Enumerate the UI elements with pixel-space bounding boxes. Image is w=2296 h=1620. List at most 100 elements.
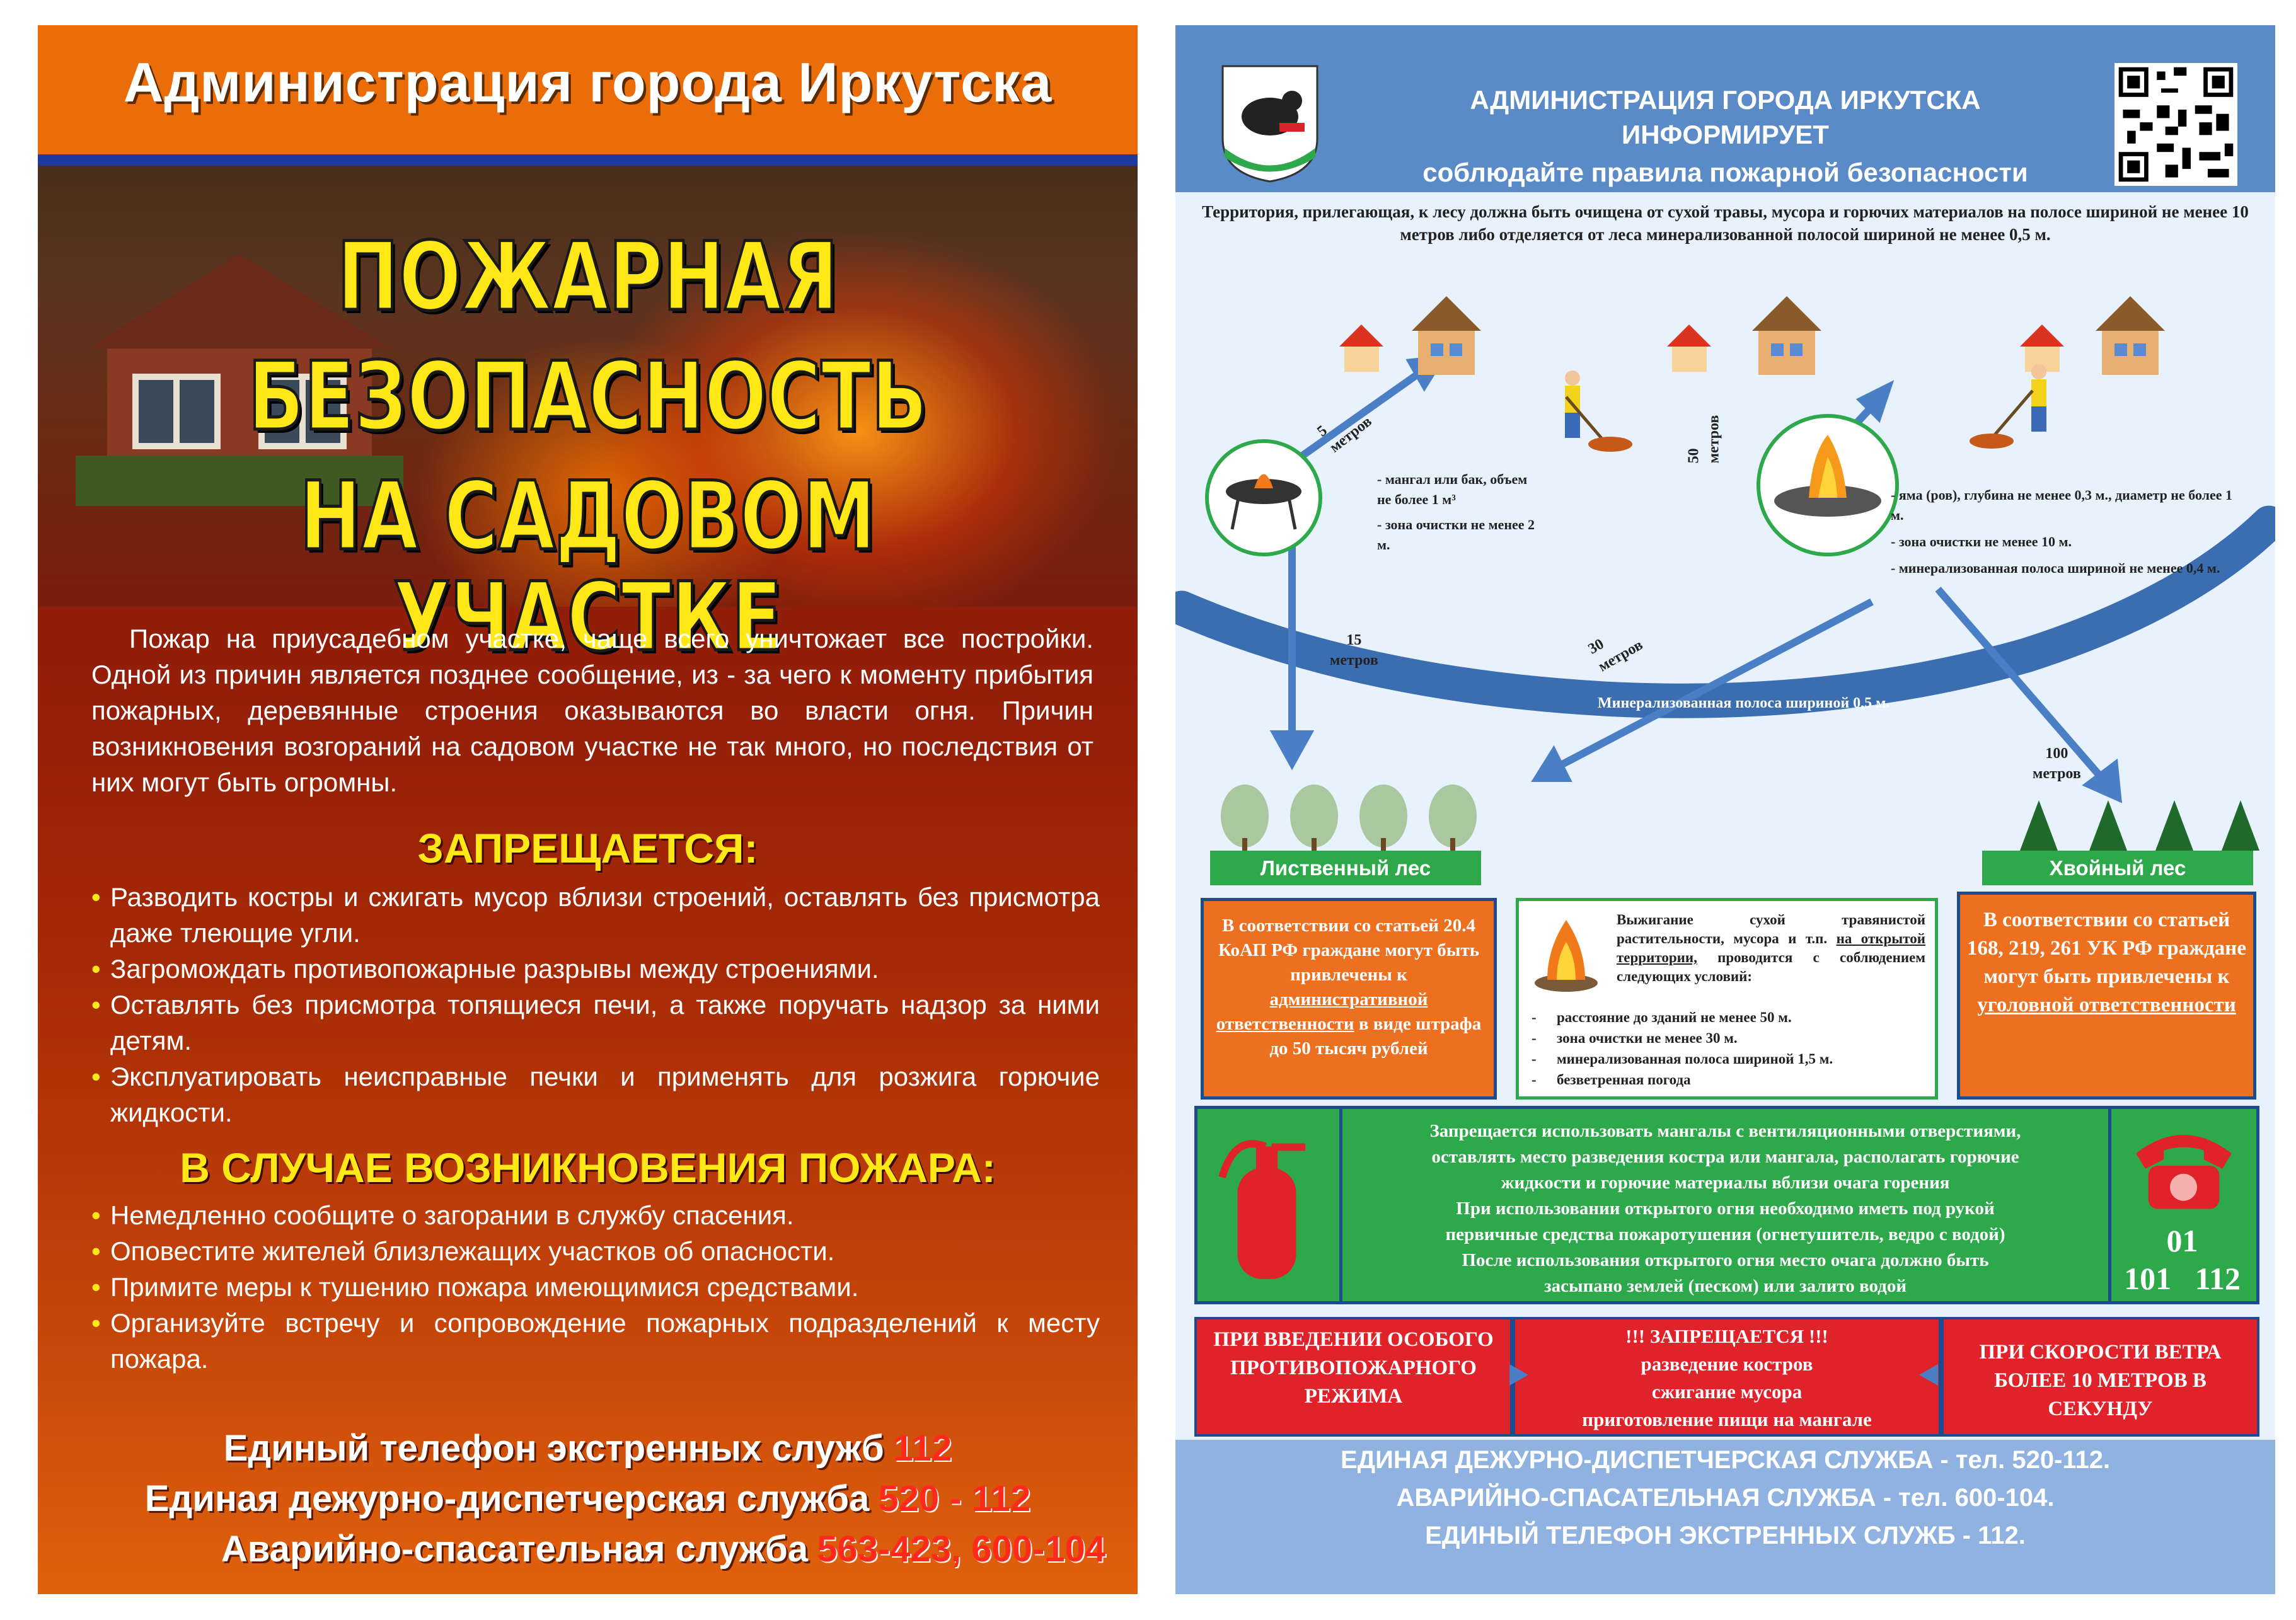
distance-unit: метров	[2033, 766, 2081, 782]
phone-cell	[2108, 1109, 2256, 1301]
burning-conditions-list: расстояние до зданий не менее 50 м. зона…	[1532, 1007, 1833, 1090]
burning-text-b: проводится с соблюдением следующих услов…	[1617, 950, 1926, 984]
footer-line: ЕДИНЫЙ ТЕЛЕФОН ЭКСТРЕННЫХ СЛУЖБ - 112.	[1425, 1522, 2026, 1549]
phone-number: 112	[892, 1428, 952, 1469]
burning-house-photo	[38, 166, 1138, 607]
rules-text: Запрещается использовать мангалы с венти…	[1346, 1118, 2105, 1299]
distance-diagram	[1175, 296, 2275, 863]
fire-actions-heading: В СЛУЧАЕ ВОЗНИКНОВЕНИЯ ПОЖАРА:	[180, 1144, 996, 1191]
list-item: Немедленно сообщите о загорании в службу…	[91, 1197, 1100, 1233]
burning-text-a: Выжигание сухой травянистой растительнос…	[1617, 912, 1925, 946]
person-raking-icon	[1970, 364, 2046, 449]
phone-label: Аварийно-спасательная служба	[221, 1529, 809, 1570]
arrow-left-icon	[1919, 1364, 1938, 1386]
title-line-1: ПОЖАРНАЯ	[336, 222, 839, 332]
note-line: - зона очистки не менее 10 м.	[1891, 534, 2072, 549]
arrow-right-icon	[1509, 1364, 1528, 1386]
qr-code-icon	[2114, 63, 2237, 186]
prohibition-line: разведение костров	[1641, 1353, 1813, 1375]
list-item: Загромождать противопожарные разрывы меж…	[91, 951, 1100, 987]
campfire-icon	[1774, 435, 1881, 517]
list-item: зона очистки не менее 30 м.	[1532, 1028, 1833, 1048]
list-item: Оставлять без присмотра топящиеся печи, …	[91, 987, 1100, 1059]
contacts-footer	[1175, 1440, 2275, 1594]
mangal-notes: - мангал или бак, объем не более 1 м³ - …	[1377, 469, 1541, 555]
campfire-icon	[1535, 920, 1598, 992]
wind-speed-box: ПРИ СКОРОСТИ ВЕТРА БОЛЕЕ 10 МЕТРОВ В СЕК…	[1941, 1317, 2259, 1437]
footer-line: ЕДИНАЯ ДЕЖУРНО-ДИСПЕТЧЕРСКАЯ СЛУЖБА - те…	[1340, 1446, 2111, 1474]
rules-line: жидкости и горючие материалы вблизи очаг…	[1501, 1173, 1950, 1193]
emergency-number-01: 01	[2166, 1223, 2198, 1258]
poster-heading: Администрация города Иркутска	[123, 51, 1053, 113]
burning-conditions-box: Выжигание сухой травянистой растительнос…	[1516, 898, 1938, 1100]
distance-value: 50	[1685, 448, 1702, 464]
rules-band	[1194, 1106, 2259, 1304]
box-text: В соответствии со статьей 20.4 КоАП РФ г…	[1218, 916, 1480, 985]
prohibition-line: !!! ЗАПРЕЩАЕТСЯ !!!	[1625, 1325, 1828, 1347]
administrative-liability-box: В соответствии со статьей 20.4 КоАП РФ г…	[1201, 898, 1497, 1100]
phone-number: 563-423, 600-104	[817, 1529, 1106, 1570]
list-item: Разводить костры и сжигать мусор вблизи …	[91, 879, 1100, 951]
rules-line: При использовании открытого огня необход…	[1456, 1198, 1995, 1219]
fire-extinguisher-icon	[1218, 1140, 1306, 1279]
forbidden-list: Разводить костры и сжигать мусор вблизи …	[91, 879, 1100, 1130]
box-text: в виде штрафа до 50 тысяч рублей	[1269, 1014, 1482, 1059]
phone-label: Единый телефон экстренных служб	[223, 1428, 884, 1469]
deciduous-trees-icon	[1221, 784, 1477, 863]
burning-text: Выжигание сухой травянистой растительнос…	[1617, 911, 1925, 986]
emergency-numbers-101-112: 101 112	[2124, 1261, 2241, 1296]
phone-label: Единая дежурно-диспетчерская служба	[144, 1478, 870, 1519]
distance-value: 15	[1346, 632, 1362, 648]
rules-line: первичные средства пожаротушения (огнету…	[1445, 1224, 2005, 1244]
rules-line: Запрещается использовать мангалы с венти…	[1429, 1121, 2021, 1141]
pit-notes: - яма (ров), глубина не менее 0,3 м., ди…	[1891, 485, 2244, 578]
prohibition-line: сжигание мусора	[1651, 1381, 1803, 1403]
header-band	[38, 25, 1138, 154]
title-line-3: НА САДОВОМ УЧАСТКЕ	[298, 462, 877, 672]
footer-line: АВАРИЙНО-СПАСАТЕЛЬНАЯ СЛУЖБА - тел. 600-…	[1396, 1484, 2055, 1512]
city-crest-icon	[1221, 65, 1318, 183]
mineral-strip-label: Минерализованная полоса шириной 0,5 м.	[1598, 695, 1890, 711]
distance-unit: метров	[1705, 415, 1722, 464]
box-text: В соответствии со статьей 168, 219, 261 …	[1967, 909, 2246, 988]
territory-note: Территория, прилегающая, к лесу должна б…	[1202, 202, 2249, 244]
special-regime-box: ПРИ ВВЕДЕНИИ ОСОБОГО ПРОТИВОПОЖАРНОГО РЕ…	[1194, 1317, 1513, 1437]
conifer-forest-label: Хвойный лес	[1982, 851, 2253, 885]
box-link-text: уголовной ответственности	[1977, 994, 2236, 1016]
header-line-3: соблюдайте правила пожарной безопасности	[1422, 158, 2028, 187]
mangal-icon	[1226, 474, 1301, 530]
header-band	[1175, 25, 2275, 192]
list-item: расстояние до зданий не менее 50 м.	[1532, 1007, 1833, 1028]
note-line: - мангал или бак, объем не более 1 м³	[1377, 471, 1528, 507]
burning-text-underlined: на открытой территории,	[1617, 931, 1926, 965]
fire-actions-list: Немедленно сообщите о загорании в службу…	[91, 1197, 1100, 1377]
rules-line: После использования открытого огня место…	[1462, 1250, 1989, 1270]
right-poster: АДМИНИСТРАЦИЯ ГОРОДА ИРКУТСКА ИНФОРМИРУЕ…	[1175, 25, 2275, 1594]
box-link-text: административной ответственности	[1216, 989, 1428, 1034]
list-item: безветренная погода	[1532, 1069, 1833, 1090]
list-item: минерализованная полоса шириной 1,5 м.	[1532, 1048, 1833, 1069]
intro-paragraph: Пожар на приусадебном участке, чаще всег…	[91, 624, 1093, 797]
distance-15-label: 15 метров	[1330, 630, 1378, 670]
title-line-2: БЕЗОПАСНОСТЬ	[246, 342, 928, 452]
note-line: - минерализованная полоса шириной не мен…	[1891, 560, 2220, 576]
header-line-1: АДМИНИСТРАЦИЯ ГОРОДА ИРКУТСКА	[1470, 85, 1981, 115]
forbidden-heading: ЗАПРЕЩАЕТСЯ:	[417, 825, 758, 871]
rules-line: засыпано землей (песком) или залито водо…	[1543, 1276, 1907, 1296]
note-line: - зона очистки не менее 2 м.	[1377, 517, 1535, 553]
prohibition-line: приготовление пищи на мангале	[1582, 1408, 1872, 1430]
distance-unit: метров	[1330, 652, 1378, 669]
header-line-2: ИНФОРМИРУЕТ	[1622, 120, 1829, 149]
conifer-trees-icon	[2020, 800, 2259, 851]
list-item: Оповестите жителей близлежащих участков …	[91, 1233, 1100, 1269]
house-icons	[1339, 296, 2165, 375]
telephone-icon	[2136, 1135, 2232, 1209]
left-poster: Администрация города Иркутска ПОЖАРНАЯ Б…	[38, 25, 1138, 1594]
criminal-liability-box: В соответствии со статьей 168, 219, 261 …	[1957, 892, 2256, 1100]
phone-number: 520 - 112	[878, 1478, 1031, 1519]
house-image	[76, 254, 403, 506]
header-stripe	[38, 154, 1138, 166]
